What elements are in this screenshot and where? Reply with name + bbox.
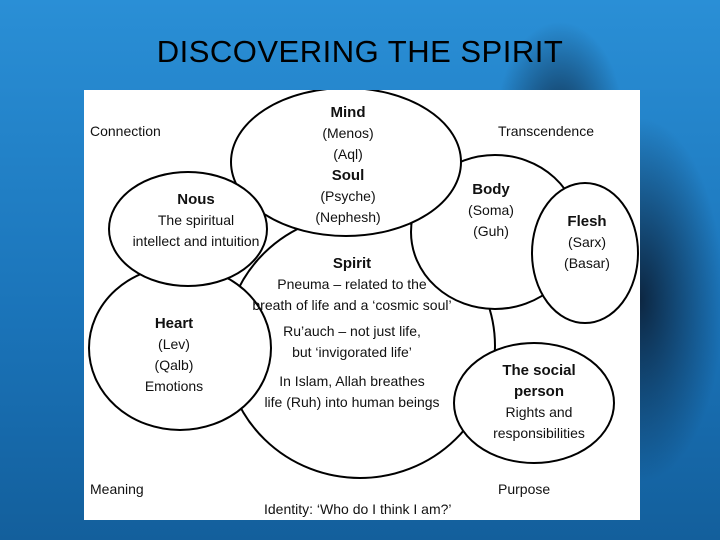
label-purpose: Purpose — [498, 481, 550, 497]
social-line-1: Rights and — [506, 404, 573, 420]
heart-line-3: Emotions — [145, 378, 203, 394]
mind-heading: Mind — [331, 104, 366, 121]
spirit-heading: Spirit — [333, 255, 371, 272]
slide-title: DISCOVERING THE SPIRIT — [156, 34, 564, 69]
body-line-2: (Guh) — [473, 223, 509, 239]
social-heading-1: The social — [502, 362, 575, 379]
body-heading: Body — [472, 181, 510, 198]
spirit-line-3: Ru’auch – not just life, — [283, 323, 421, 339]
soul-heading: Soul — [332, 167, 365, 184]
soul-line-2: (Nephesh) — [315, 209, 380, 225]
heart-line-2: (Qalb) — [155, 357, 194, 373]
label-transcendence: Transcendence — [498, 123, 594, 139]
spirit-diagram: Connection Transcendence Meaning Purpose… — [88, 90, 639, 517]
diagram-panel: Connection Transcendence Meaning Purpose… — [84, 90, 640, 520]
nous-line-2: intellect and intuition — [133, 233, 260, 249]
heart-line-1: (Lev) — [158, 336, 190, 352]
label-connection: Connection — [90, 123, 161, 139]
spirit-line-6: life (Ruh) into human beings — [264, 394, 439, 410]
spirit-line-5: In Islam, Allah breathes — [279, 373, 425, 389]
spirit-line-4: but ‘invigorated life’ — [292, 344, 412, 360]
label-identity: Identity: ‘Who do I think I am?’ — [264, 501, 452, 517]
mind-line-1: (Menos) — [322, 125, 373, 141]
spirit-line-2: breath of life and a ‘cosmic soul’ — [252, 297, 451, 313]
mind-circle — [230, 90, 462, 237]
nous-circle — [108, 171, 268, 287]
social-circle — [453, 342, 615, 464]
nous-heading: Nous — [177, 191, 215, 208]
social-heading-2: person — [514, 383, 564, 400]
label-meaning: Meaning — [90, 481, 144, 497]
body-line-1: (Soma) — [468, 202, 514, 218]
nous-line-1: The spiritual — [158, 212, 234, 228]
flesh-line-2: (Basar) — [564, 255, 610, 271]
spirit-line-1: Pneuma – related to the — [277, 276, 427, 292]
soul-line-1: (Psyche) — [320, 188, 375, 204]
flesh-heading: Flesh — [567, 213, 606, 230]
social-line-2: responsibilities — [493, 425, 585, 441]
flesh-circle — [531, 182, 639, 324]
flesh-line-1: (Sarx) — [568, 234, 606, 250]
heart-heading: Heart — [155, 315, 193, 332]
mind-line-2: (Aql) — [333, 146, 363, 162]
